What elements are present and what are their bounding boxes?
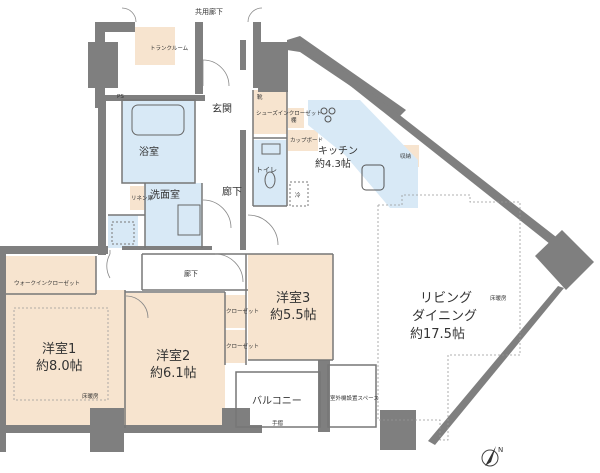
fridge-space	[289, 181, 309, 207]
toilet-sink	[261, 143, 281, 155]
label-corridor: 共用廊下	[195, 7, 223, 16]
toilet-bowl	[264, 171, 276, 189]
stove-burner	[320, 107, 328, 115]
label-closet-1: クローゼット	[226, 307, 259, 315]
label-living: リビング	[420, 291, 472, 306]
label-hall-2: 廊下	[184, 269, 198, 278]
label-cupboard: カップボード	[290, 136, 323, 144]
label-floor-heating-2: 床暖房	[82, 392, 99, 400]
walls	[0, 22, 594, 452]
walk-in-closet-floor	[6, 256, 96, 294]
floor-heating-living	[377, 194, 521, 441]
cupboard-floor	[288, 130, 318, 151]
label-shelf: 棚	[291, 116, 297, 124]
door-swings	[106, 7, 279, 319]
label-shoes-closet: シューズインクローゼット	[256, 109, 322, 117]
compass-icon: N	[481, 446, 503, 467]
label-hall: 廊下	[222, 185, 242, 198]
thin-walls	[6, 90, 377, 428]
trunk-room-floor	[135, 27, 175, 65]
label-room1-size: 約8.0帖	[36, 359, 83, 374]
label-outdoor-unit: 室外機設置スペース	[330, 394, 379, 402]
floor-heating-room1	[13, 307, 109, 401]
closet1-floor	[225, 295, 246, 328]
label-floor-heating-1: 床暖房	[490, 294, 507, 302]
label-living-size: 約17.5帖	[410, 327, 465, 342]
stove-burner	[328, 107, 336, 115]
toilet-floor	[253, 140, 287, 206]
closet2-floor	[225, 330, 246, 363]
label-room3-size: 約5.5帖	[270, 308, 317, 323]
label-genkan: 玄関	[212, 102, 232, 115]
label-room2-size: 約6.1帖	[150, 366, 197, 381]
bathroom-floor	[122, 100, 195, 183]
bathtub	[131, 104, 185, 136]
shelf-floor	[288, 108, 304, 128]
washer-space	[111, 221, 135, 245]
label-balcony: バルコニー	[252, 395, 302, 407]
label-linen: リネン庫	[131, 194, 154, 202]
label-kitchen-size: 約4.3帖	[315, 157, 351, 170]
label-bathroom: 浴室	[139, 145, 159, 158]
label-fridge: 冷	[295, 191, 301, 199]
kitchen-sink	[361, 164, 385, 191]
shoe-closet-floor	[253, 90, 287, 134]
room3-floor	[248, 254, 333, 360]
label-kitchen: キッチン	[318, 145, 358, 157]
label-room3: 洋室3	[276, 290, 310, 306]
label-shoe: 靴	[257, 93, 263, 101]
label-washroom: 洗面室	[150, 188, 180, 201]
label-dining: ダイニング	[412, 309, 477, 324]
label-ps: PS	[117, 94, 124, 100]
label-room2: 洋室2	[156, 348, 190, 364]
label-toilet: トイレ	[256, 166, 277, 174]
label-storage: 収納	[400, 152, 412, 160]
label-closet-2: クローゼット	[226, 342, 259, 350]
label-trunk-room: トランクルーム	[150, 45, 189, 52]
washer-floor	[108, 215, 138, 248]
svg-text:N: N	[498, 446, 503, 454]
label-handrail: 手摺	[272, 419, 284, 427]
kitchen-floor	[308, 100, 418, 208]
room1-floor	[6, 256, 125, 428]
label-room1: 洋室1	[42, 341, 76, 357]
stove-burner	[324, 115, 332, 123]
room2-floor	[125, 293, 225, 428]
label-walk-in-closet: ウォークインクローゼット	[14, 279, 80, 287]
washroom-sink	[177, 204, 201, 236]
linen-floor	[130, 186, 144, 210]
